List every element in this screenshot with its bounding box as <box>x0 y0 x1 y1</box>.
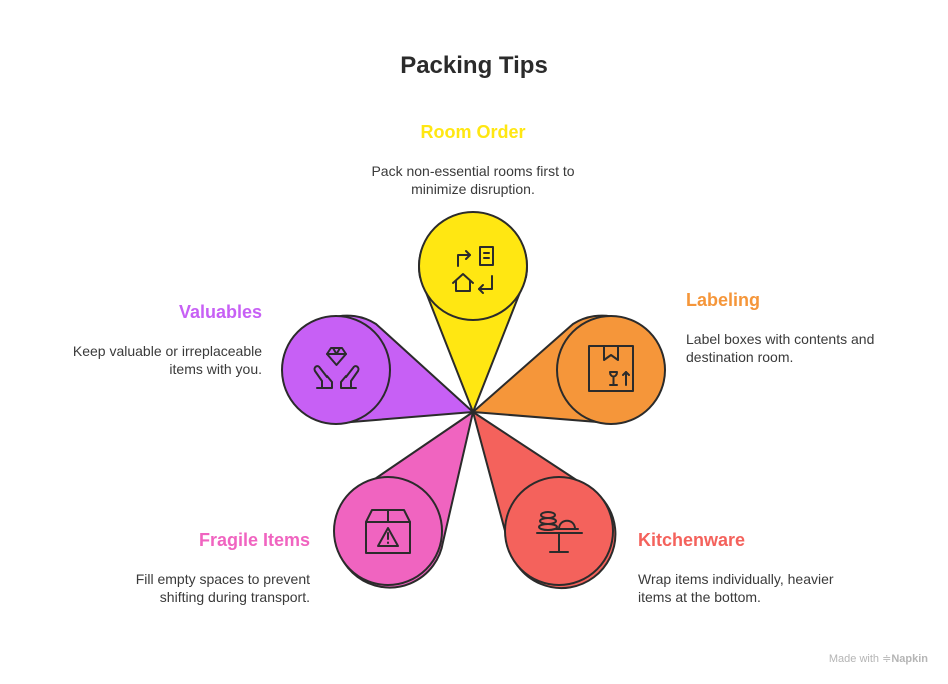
valuables-description: Keep valuable or irreplaceable items wit… <box>72 343 262 377</box>
kitchenware-description: Wrap items individually, heavier items a… <box>638 571 834 605</box>
napkin-brand-label: Napkin <box>891 653 928 665</box>
petal-room-order <box>418 211 528 413</box>
labeled-box-icon <box>588 345 634 392</box>
petal-valuables <box>281 314 474 425</box>
valuables-heading: Valuables <box>178 302 262 322</box>
room-order-description: Pack non-essential rooms first to minimi… <box>371 163 575 197</box>
petal-kitchenware <box>472 411 617 590</box>
labeling-description: Label boxes with contents and destinatio… <box>686 331 875 365</box>
room-order-heading: Room Order <box>420 122 526 142</box>
napkin-logo-icon: ≑ <box>882 653 892 665</box>
labeling-heading: Labeling <box>686 290 761 310</box>
fragile-items-heading: Fragile Items <box>198 530 310 550</box>
petal-labeling <box>472 314 666 425</box>
made-with-napkin-footer[interactable]: Made with ≑Napkin <box>829 652 928 665</box>
room-move-icon <box>452 246 494 294</box>
page-title: Packing Tips <box>400 52 548 79</box>
diamond-hands-icon <box>313 347 360 389</box>
fragile-items-description: Fill empty spaces to prevent shifting du… <box>135 571 310 605</box>
made-with-label: Made with <box>828 653 880 665</box>
dishes-icon <box>536 511 583 553</box>
kitchenware-heading: Kitchenware <box>638 530 746 550</box>
fragile-box-icon <box>365 509 411 554</box>
petal-fragile-items <box>333 411 474 589</box>
